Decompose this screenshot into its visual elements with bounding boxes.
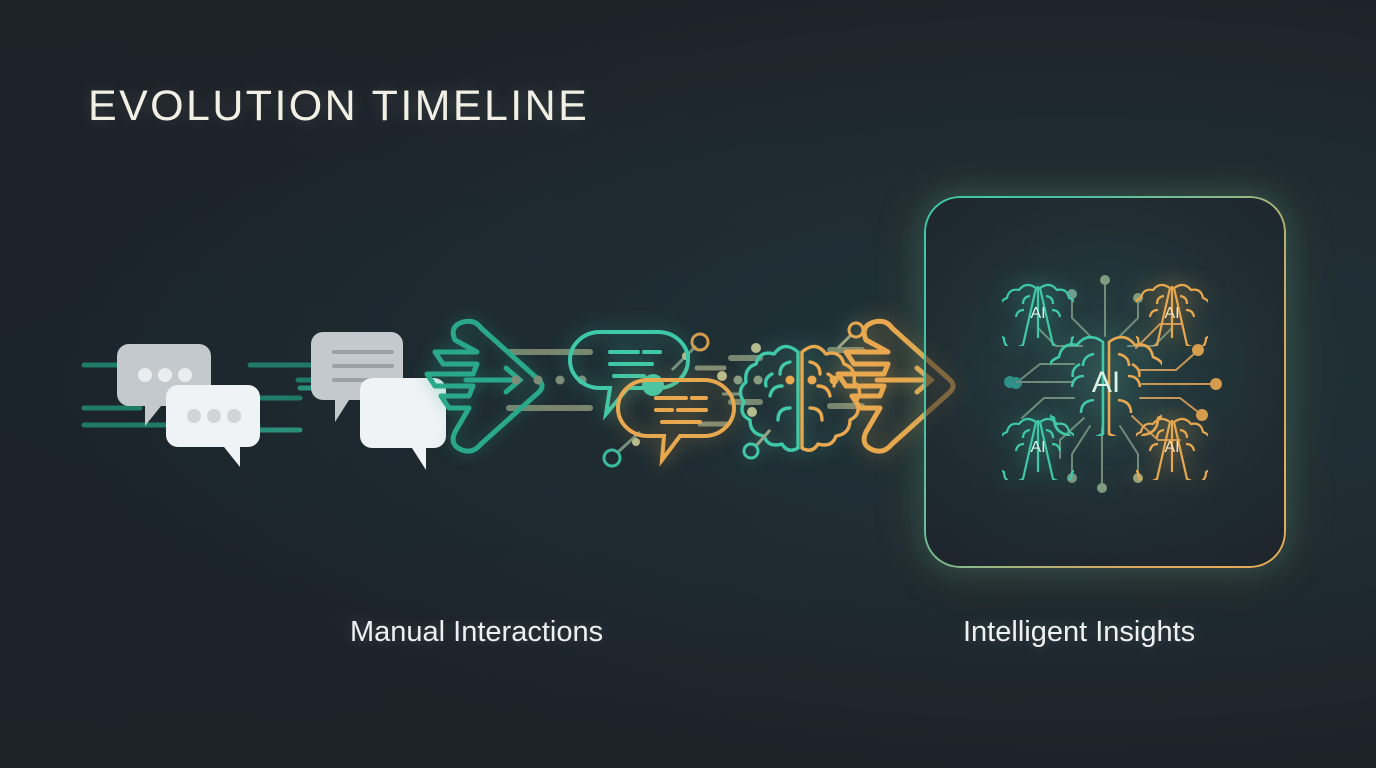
center-brain-label: AI (1092, 366, 1120, 399)
brain-label: AI (1030, 439, 1045, 456)
glowing-chat-bubble-orange-icon (616, 378, 736, 467)
brain-icon-bottom-left[interactable]: AI (1002, 412, 1074, 480)
brain-label: AI (1164, 305, 1179, 322)
page-title: EVOLUTION TIMELINE (88, 82, 590, 130)
brain-label: AI (1164, 439, 1179, 456)
brain-icon-top-right[interactable]: AI (1136, 278, 1208, 346)
brain-icon-bottom-right[interactable]: AI (1136, 412, 1208, 480)
brain-label: AI (1030, 305, 1045, 322)
caption-manual-interactions: Manual Interactions (350, 616, 604, 648)
connector-dots-olive (733, 375, 763, 385)
brain-icon-top-left[interactable]: AI (1002, 278, 1074, 346)
chat-bubbles-text-icon (311, 332, 446, 470)
chat-bubbles-icon (117, 344, 260, 467)
circuit-traces (1004, 275, 1222, 493)
ai-insights-panel[interactable]: AI AI AI (924, 196, 1286, 568)
caption-intelligent-insights: Intelligent Insights (963, 616, 1196, 648)
center-split-brain-icon[interactable]: AI (1050, 328, 1162, 436)
timeline-stage: AI AI AI (0, 180, 1376, 580)
